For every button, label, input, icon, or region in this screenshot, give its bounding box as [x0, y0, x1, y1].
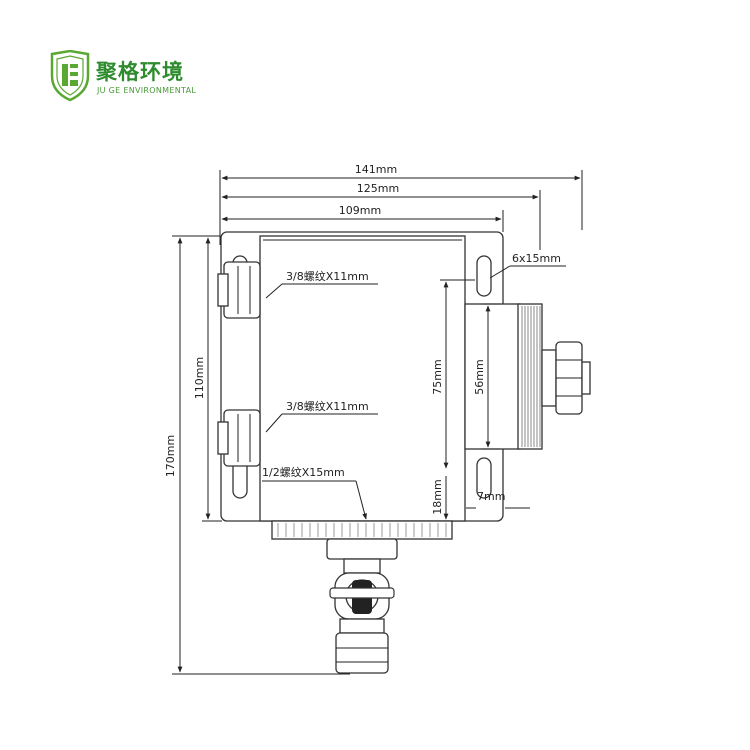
fitting-lower	[217, 409, 261, 467]
dim-170mm: 170mm	[164, 235, 350, 675]
cable-gland	[541, 341, 591, 415]
label-170mm: 170mm	[164, 435, 177, 477]
logo-subtitle: JU GE ENVIRONMENTAL	[97, 86, 197, 95]
label-141mm: 141mm	[355, 163, 397, 176]
svg-text:7mm: 7mm	[477, 490, 505, 503]
label-thread-lower: 3/8螺纹X11mm	[265, 399, 378, 433]
slot-bottom-right	[476, 457, 492, 499]
fitting-upper	[217, 261, 261, 319]
svg-text:3/8螺纹X11mm: 3/8螺纹X11mm	[286, 399, 369, 413]
label-110mm: 110mm	[193, 357, 206, 399]
dim-56mm: 56mm	[473, 303, 500, 450]
svg-text:1/2螺纹X15mm: 1/2螺纹X15mm	[262, 465, 345, 479]
bottom-valve	[326, 538, 398, 674]
dim-7mm: 7mm	[466, 490, 530, 509]
slot-top-right	[476, 255, 492, 297]
dim-75mm: 75mm	[431, 279, 475, 469]
logo	[48, 49, 208, 102]
svg-text:56mm: 56mm	[473, 359, 486, 394]
logo-title: 聚格环境	[96, 60, 184, 84]
bottom-ring	[271, 520, 453, 540]
label-125mm: 125mm	[357, 182, 399, 195]
svg-text:75mm: 75mm	[431, 359, 444, 394]
label-slot-size: 6x15mm	[489, 252, 566, 279]
dim-109mm: 109mm	[221, 204, 504, 232]
svg-text:6x15mm: 6x15mm	[512, 252, 561, 265]
dim-125mm: 125mm	[221, 182, 541, 250]
label-thread-bottom: 1/2螺纹X15mm	[262, 465, 367, 520]
dim-18mm: 18mm	[431, 476, 449, 520]
svg-text:3/8螺纹X11mm: 3/8螺纹X11mm	[286, 269, 369, 283]
shield-logo-icon	[50, 49, 90, 102]
dim-110mm: 110mm	[193, 237, 222, 522]
dim-141mm: 141mm	[219, 163, 583, 245]
svg-text:18mm: 18mm	[431, 479, 444, 514]
label-109mm: 109mm	[339, 204, 381, 217]
label-thread-upper: 3/8螺纹X11mm	[265, 269, 378, 299]
